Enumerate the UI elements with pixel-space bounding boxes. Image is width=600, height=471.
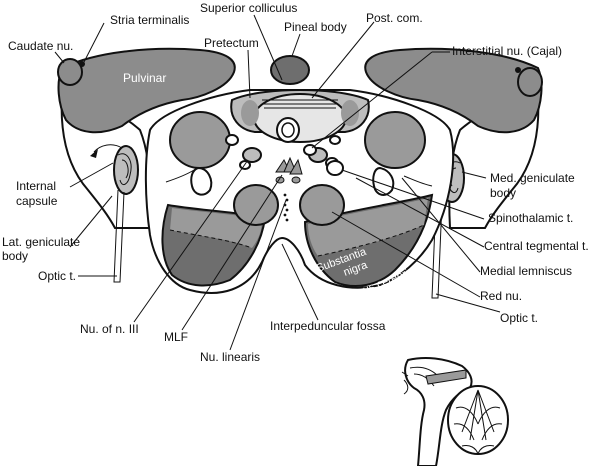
- pulvinar-left: [57, 47, 236, 134]
- lat-geniculate-left: [113, 145, 139, 195]
- label-pretectum: Pretectum: [204, 36, 259, 50]
- pretectum-right: [341, 100, 359, 126]
- caudate-nucleus-right: [517, 67, 543, 97]
- mlf-midline: [275, 156, 303, 184]
- label-lat-geniculate-1: Lat. geniculate: [2, 235, 80, 249]
- posterior-commissure: [262, 99, 338, 109]
- caudate-nucleus-left: [57, 58, 83, 86]
- label-internal-capsule-2: capsule: [16, 194, 58, 208]
- label-med-geniculate-1: Med. geniculate: [490, 171, 575, 185]
- optic-tract-right: [431, 199, 443, 299]
- medial-lemniscus-line: [165, 169, 195, 183]
- label-nu-of-n-iii: Nu. of n. III: [80, 322, 139, 336]
- label-lat-geniculate-2: body: [2, 249, 28, 263]
- leader-lines: [54, 14, 501, 351]
- pretectum-left: [241, 100, 259, 126]
- substantia-nigra-right: [308, 198, 428, 256]
- internal-capsule-arrow: [93, 144, 123, 153]
- right-white-area: [372, 166, 395, 196]
- spinothalamic-tract: [326, 160, 344, 176]
- left-white-area: [190, 166, 213, 196]
- brainstem-orientation-inset: [401, 357, 509, 467]
- label-caudate-nu: Caudate nu.: [8, 39, 73, 53]
- label-optic-t-right: Optic t.: [500, 311, 538, 325]
- label-central-tegmental: Central tegmental t.: [484, 239, 589, 253]
- label-stria-terminalis: Stria terminalis: [110, 13, 189, 27]
- superior-colliculus: [253, 93, 347, 143]
- label-optic-t-left: Optic t.: [38, 269, 76, 283]
- stria-terminalis-right-dot: [515, 67, 521, 73]
- label-med-geniculate-2: body: [490, 186, 516, 200]
- label-internal-capsule-1: Internal: [16, 179, 56, 193]
- label-red-nu: Red nu.: [480, 289, 522, 303]
- left-thalamus: [57, 47, 236, 229]
- label-interpeduncular-fossa: Interpeduncular fossa: [270, 319, 386, 333]
- tegmentum-left-grey: [169, 111, 231, 169]
- label-superior-colliculus: Superior colliculus: [200, 1, 297, 15]
- label-post-com: Post. com.: [366, 11, 423, 25]
- nu-of-n-iii-left: [242, 147, 262, 163]
- label-interstitial-nu: Interstitial nu. (Cajal): [452, 44, 562, 58]
- label-pulvinar: Pulvinar: [123, 71, 166, 85]
- stria-terminalis-left-dot: [79, 61, 85, 67]
- label-pineal-body: Pineal body: [284, 20, 347, 34]
- midbrain: [144, 88, 455, 294]
- nu-linearis: [283, 193, 289, 222]
- pineal-body: [270, 55, 310, 85]
- red-nucleus-right: [299, 184, 345, 226]
- label-medial-lemniscus: Medial lemniscus: [480, 264, 572, 278]
- label-spinothalamic: Spinothalamic t.: [488, 211, 573, 225]
- tegmentum-right-grey: [364, 111, 426, 169]
- cerebellum-inset: [447, 385, 509, 455]
- optic-tract-left: [113, 189, 125, 283]
- red-nucleus-left: [233, 184, 279, 226]
- label-mlf: MLF: [164, 330, 188, 344]
- label-nu-linearis: Nu. linearis: [200, 350, 260, 364]
- central-grey-left-small: [225, 134, 239, 146]
